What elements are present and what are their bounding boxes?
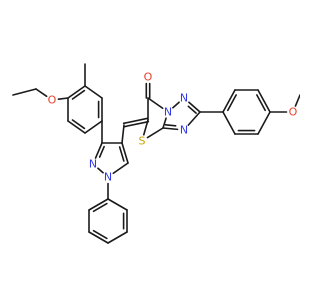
bond-layer bbox=[12, 63, 300, 244]
double-bond-inner bbox=[226, 94, 237, 112]
double-bond-outer bbox=[257, 89, 271, 113]
single-bond bbox=[12, 88, 37, 96]
double-bond-outer bbox=[222, 89, 236, 113]
single-bond bbox=[257, 111, 271, 135]
double-bond-outer bbox=[162, 127, 179, 131]
double-bond-inner bbox=[92, 229, 108, 240]
atom-label-n-pyrazole-2: N bbox=[89, 158, 97, 171]
single-bond bbox=[84, 120, 103, 134]
double-bond-inner bbox=[98, 145, 105, 158]
atom-label-s-thiazole: S bbox=[139, 135, 146, 148]
single-bond bbox=[121, 124, 125, 144]
double-bond-outer bbox=[67, 120, 86, 134]
single-bond bbox=[146, 127, 164, 139]
atom-label-n-triazole-4: N bbox=[164, 106, 172, 119]
atom-label-o-methoxy: O bbox=[289, 106, 298, 119]
single-bond bbox=[172, 101, 180, 109]
atom-label-n-triazole-1: N bbox=[180, 124, 188, 137]
double-bond-inner bbox=[92, 202, 108, 213]
atom-label-o-carbonyl: O bbox=[144, 71, 153, 84]
double-bond-outer bbox=[88, 231, 109, 244]
double-bond-outer bbox=[94, 142, 103, 159]
single-bond bbox=[142, 119, 149, 136]
single-bond bbox=[112, 162, 129, 175]
double-bond-line-a bbox=[123, 120, 150, 128]
double-bond-inner bbox=[164, 124, 177, 127]
double-bond-inner bbox=[71, 119, 86, 130]
double-bond-inner bbox=[71, 89, 86, 100]
single-bond bbox=[35, 88, 48, 98]
single-bond bbox=[107, 231, 128, 244]
single-bond bbox=[294, 94, 300, 107]
double-bond-inner bbox=[256, 94, 267, 112]
single-bond bbox=[57, 97, 69, 100]
single-bond bbox=[162, 117, 167, 129]
double-bond-outer bbox=[88, 198, 109, 211]
double-bond-outer bbox=[188, 101, 201, 113]
atom-label-n-pyrazole-1: N bbox=[104, 171, 112, 184]
atom-label-n-triazole-2: N bbox=[180, 92, 188, 105]
single-bond bbox=[147, 97, 164, 110]
single-bond bbox=[84, 85, 103, 99]
atom-label-o-ethoxy: O bbox=[48, 94, 57, 107]
double-bond-outer bbox=[121, 142, 129, 164]
single-bond bbox=[97, 167, 104, 174]
double-bond-outer bbox=[67, 85, 86, 99]
single-bond bbox=[107, 198, 128, 211]
double-bond-line-b bbox=[122, 117, 149, 125]
single-bond bbox=[187, 111, 201, 126]
double-bond-inner bbox=[118, 146, 125, 162]
double-bond-inner bbox=[187, 105, 197, 114]
single-bond bbox=[222, 111, 236, 135]
